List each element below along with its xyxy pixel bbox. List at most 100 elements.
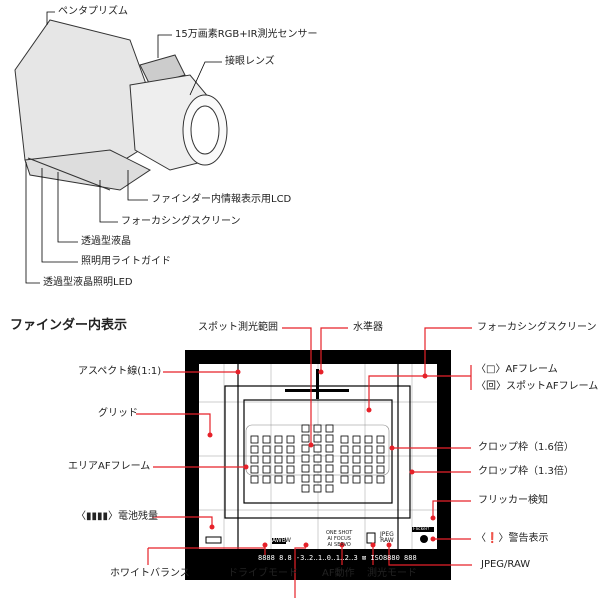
label-aspect: アスペクト線(1:1): [78, 366, 162, 377]
metering-icon: [366, 532, 376, 544]
af-point: [325, 484, 334, 493]
label-spot-metering: スポット測光範囲: [198, 322, 278, 333]
label-info-lcd: ファインダー内情報表示用LCD: [151, 194, 292, 205]
af-point: [262, 445, 271, 454]
af-point: [262, 475, 271, 484]
label-white-balance: ホワイトバランス: [110, 568, 190, 579]
warning-icon: [420, 535, 428, 543]
crop-frame-1.6: [243, 399, 393, 504]
label-drive-mode: ドライブモード: [228, 568, 298, 579]
af-point: [286, 455, 295, 464]
label-level: 水準器: [353, 322, 383, 333]
flicker-text: Flicker!: [413, 527, 430, 532]
af-point: [352, 455, 361, 464]
af-point: [352, 475, 361, 484]
af-point: [313, 464, 322, 473]
screen-shape: [24, 149, 151, 191]
label-area-af: エリアAFフレーム: [68, 461, 151, 472]
af-point: [286, 465, 295, 474]
af-point: [250, 455, 259, 464]
af-point: [301, 454, 310, 463]
awb-text: AWB: [272, 537, 286, 544]
af-point: [286, 475, 295, 484]
af-point: [262, 435, 271, 444]
label-metering-mode: 測光モード: [367, 568, 417, 579]
af-point: [352, 465, 361, 474]
label-focusing-screen-top: フォーカシングスクリーン: [121, 216, 241, 227]
af-point: [325, 474, 334, 483]
af-mode-text: ONE SHOT AI FOCUS AI SERVO: [326, 530, 353, 548]
af-point: [340, 445, 349, 454]
label-grid: グリッド: [98, 408, 138, 419]
section-title: ファインダー内表示: [10, 318, 128, 333]
af-point: [301, 464, 310, 473]
af-point: [340, 455, 349, 464]
label-focusing-screen: フォーカシングスクリーン: [477, 322, 597, 333]
af-point: [364, 465, 373, 474]
level-indicator: [285, 369, 349, 399]
red-dots: [207, 369, 436, 548]
af-point: [313, 444, 322, 453]
af-point: [376, 445, 385, 454]
flicker-badge: [412, 527, 434, 532]
af-point: [325, 454, 334, 463]
af-point: [313, 484, 322, 493]
af-point: [364, 445, 373, 454]
quality-text: JPEG RAW: [380, 531, 394, 544]
label-af-frame: 〈□〉AFフレーム: [476, 364, 558, 375]
label-crop-1.6: クロップ枠（1.6倍）: [478, 442, 574, 453]
af-point: [325, 444, 334, 453]
camera-illustration: [14, 19, 228, 191]
af-point: [274, 445, 283, 454]
af-point: [313, 424, 322, 433]
label-battery: 〈▮▮▮▮〉電池残量: [76, 511, 159, 522]
label-light-guide: 照明用ライトガイド: [81, 256, 171, 267]
af-point: [376, 475, 385, 484]
af-point: [325, 424, 334, 433]
af-point: [352, 435, 361, 444]
af-point: [301, 444, 310, 453]
af-point: [301, 424, 310, 433]
awb-w-text: W: [285, 537, 291, 544]
battery-icon: [205, 536, 222, 544]
lcd-readout: 8888 8.8 ‐3‥2‥1‥0‥1‥2‥3 ⊠ ISO8880 888: [258, 554, 417, 562]
af-point: [376, 435, 385, 444]
label-eyepiece: 接眼レンズ: [225, 56, 275, 67]
af-point: [340, 435, 349, 444]
af-points: [250, 424, 385, 493]
af-point: [364, 475, 373, 484]
red-leader-lines: [136, 327, 472, 598]
af-point: [340, 465, 349, 474]
af-point: [274, 435, 283, 444]
af-point: [313, 434, 322, 443]
af-point: [376, 465, 385, 474]
af-point: [313, 454, 322, 463]
af-point: [250, 475, 259, 484]
af-point: [274, 465, 283, 474]
af-point: [301, 484, 310, 493]
label-pentaprism: ペンタプリズム: [58, 6, 128, 17]
af-point: [250, 435, 259, 444]
af-point: [364, 455, 373, 464]
af-point: [274, 475, 283, 484]
af-point: [286, 445, 295, 454]
label-warning: 〈❗〉警告表示: [476, 533, 549, 544]
af-point: [262, 465, 271, 474]
label-flicker: フリッカー検知: [478, 495, 548, 506]
af-point: [250, 445, 259, 454]
af-point: [301, 434, 310, 443]
af-point: [376, 455, 385, 464]
label-led: 透過型液晶照明LED: [43, 277, 133, 288]
label-crop-1.3: クロップ枠（1.3倍）: [478, 466, 574, 477]
af-point: [325, 434, 334, 443]
label-transmissive-lcd: 透過型液晶: [81, 236, 131, 247]
af-point: [262, 455, 271, 464]
af-point: [301, 474, 310, 483]
af-point: [274, 455, 283, 464]
af-point: [340, 475, 349, 484]
label-metering-sensor: 15万画素RGB+IR測光センサー: [175, 29, 318, 40]
pentaprism-shape: [14, 19, 151, 176]
af-point: [286, 435, 295, 444]
label-spot-af-frame: 〈回〉スポットAFフレーム: [476, 381, 599, 392]
